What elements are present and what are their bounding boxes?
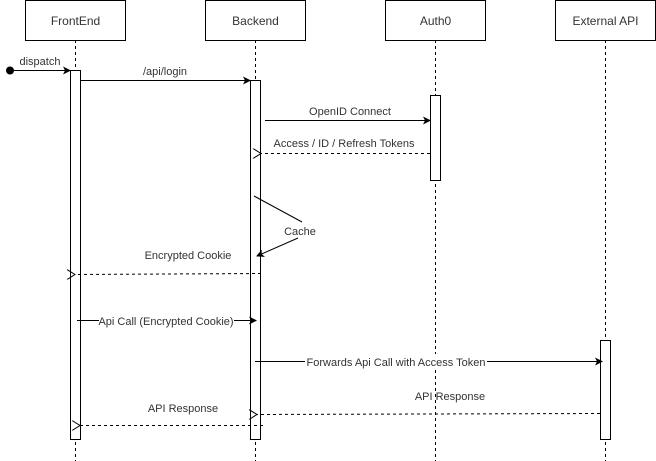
message-label: Forwards Api Call with Access Token — [307, 357, 486, 369]
message-api-login: /api/login — [81, 66, 251, 85]
message-dispatch: dispatch — [6, 56, 71, 75]
message-label: Encrypted Cookie — [145, 250, 232, 262]
message-encrypted-cookie: Encrypted Cookie — [75, 250, 262, 275]
message-label: Api Call (Encrypted Cookie) — [98, 316, 233, 328]
participant-label: Auth0 — [420, 14, 452, 28]
message-label: dispatch — [20, 56, 61, 68]
participant-backend[interactable]: Backend — [205, 0, 306, 41]
message-api-call: Api Call (Encrypted Cookie) — [77, 313, 257, 328]
message-tokens: Access / ID / Refresh Tokens — [261, 138, 430, 154]
participant-label: Backend — [232, 14, 279, 28]
message-label: Cache — [284, 226, 316, 238]
message-cache: Cache — [253, 195, 316, 257]
activation-frontend — [70, 70, 81, 440]
message-external-api-response: API Response — [257, 391, 601, 415]
participant-frontend[interactable]: FrontEnd — [25, 0, 126, 41]
participant-auth0[interactable]: Auth0 — [385, 0, 486, 41]
activation-backend — [250, 80, 261, 440]
activation-external-api — [600, 340, 611, 440]
message-forward-api-call: Forwards Api Call with Access Token — [255, 354, 603, 369]
participant-label: FrontEnd — [51, 14, 100, 28]
message-label: API Response — [415, 391, 485, 403]
participant-external-api[interactable]: External API — [555, 0, 656, 41]
message-api-response: API Response — [80, 403, 263, 426]
message-openid-connect: OpenID Connect — [265, 106, 431, 125]
message-label: API Response — [148, 403, 218, 415]
message-label: Access / ID / Refresh Tokens — [273, 138, 415, 150]
message-label: /api/login — [143, 66, 187, 78]
activation-auth0 — [430, 95, 441, 181]
participant-label: External API — [572, 14, 638, 28]
message-label: OpenID Connect — [309, 106, 391, 118]
